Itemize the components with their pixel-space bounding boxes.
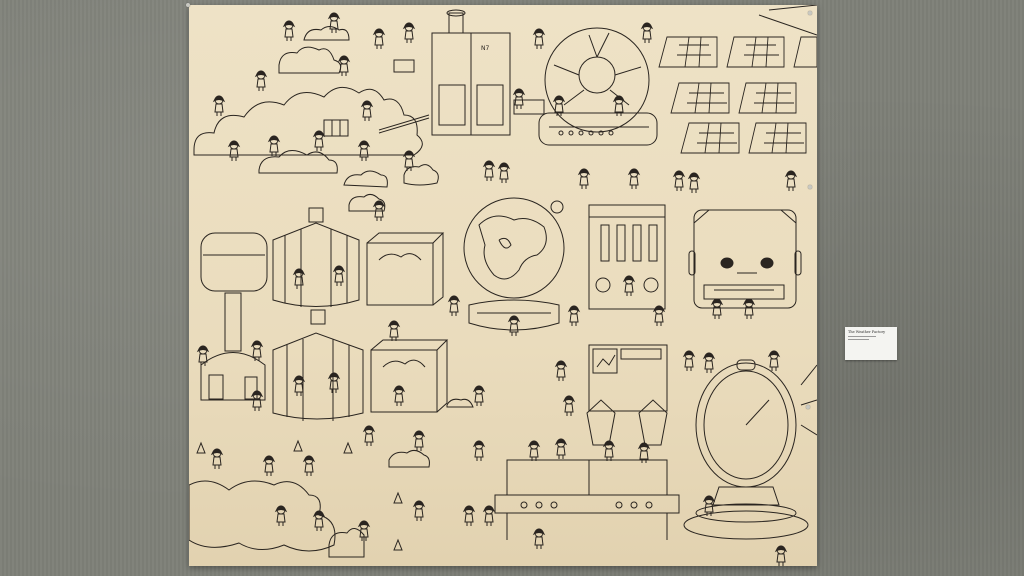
- pin-top-right: [808, 11, 812, 15]
- earth-globe: [463, 197, 565, 337]
- artwork-label-card: The Weather Factory: [845, 327, 897, 360]
- control-cabinet-top: N7: [431, 9, 511, 136]
- workbench-station: [494, 438, 680, 540]
- ink-drawing: N7: [189, 5, 817, 566]
- traffic-cones: [196, 439, 403, 551]
- pin-top-left: [186, 3, 190, 7]
- label-line: [848, 339, 869, 340]
- cloud-cluster-bottom-left: [189, 295, 787, 566]
- artwork-title: The Weather Factory: [848, 330, 886, 334]
- crate-stacks: [323, 59, 545, 137]
- cloud-cluster-top-left: [193, 26, 439, 212]
- label-line: [848, 336, 876, 337]
- gazebo-cage-upper: [272, 207, 360, 307]
- control-screen-with-rockets: [586, 344, 668, 446]
- drawing-poster: N7: [189, 5, 817, 566]
- cloud-incubator-boxes: [366, 232, 449, 413]
- pin-right-mid-upper: [808, 185, 812, 189]
- svg-text:N7: N7: [481, 45, 489, 52]
- gazebo-cage-lower: [272, 309, 364, 421]
- characters-top-left: [213, 12, 797, 222]
- tall-console-cabinet: [588, 204, 666, 310]
- big-gauge-mirror: [683, 359, 817, 540]
- pin-right-mid-lower: [806, 405, 810, 409]
- dome-machine-top: [538, 27, 658, 146]
- water-tower: [200, 232, 268, 401]
- robot-face-machine: [688, 209, 802, 320]
- solar-panel-array: [658, 5, 817, 154]
